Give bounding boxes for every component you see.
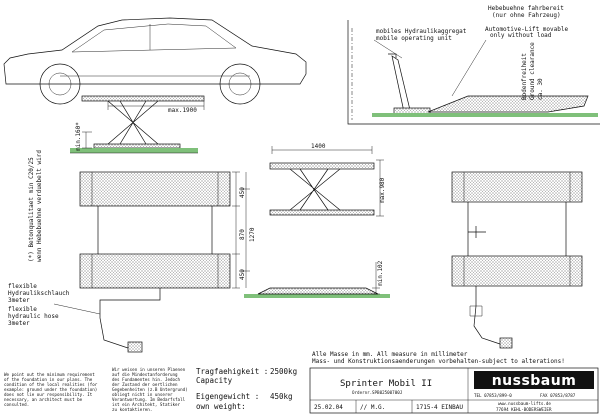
dim-1400: 1400 — [311, 143, 326, 150]
footnote-de-line: Verantwortung. Im Bedarfsfall — [112, 397, 186, 402]
company-fax: FAX 07853/8787 — [540, 393, 576, 398]
ground-strip-left — [70, 148, 198, 153]
mobile-unit-view: Hebebuehne fahrbereit (nur ohne Fahrzeug… — [347, 5, 600, 125]
footnote-en-line: necessary, an architect must be — [4, 397, 83, 402]
capacity-label-de: Tragfaehigkeit : — [196, 367, 268, 376]
car-window-line — [71, 23, 237, 53]
movable-title-en: Automotive-Lift movable — [485, 26, 568, 33]
car-body-outline — [3, 17, 307, 85]
dim-870: 870 — [239, 229, 246, 240]
footnote-de-line: zu kontaktieren. — [112, 407, 152, 412]
company-logo-text: nussbaum — [492, 373, 577, 389]
car-on-lift-view: max.1900 min.160* — [3, 17, 307, 154]
lift-top-pad — [81, 95, 205, 102]
lowered-ground — [244, 294, 390, 298]
dim-max-1900: max.1900 — [168, 107, 197, 114]
plan-right-platform-bottom — [451, 255, 583, 287]
lowered-platform — [257, 287, 379, 295]
company-web: www.nussbaum-lifts.de — [498, 401, 551, 406]
foundation-note-line2: wenn Hebebuehne verduebelt wird — [36, 150, 43, 262]
plan-left-platform-bottom — [79, 253, 231, 289]
connector-left — [127, 341, 143, 353]
capacity-label-en: Capacity — [196, 376, 233, 385]
dim-max-980: max.980 — [379, 177, 386, 203]
dim-1270: 1270 — [249, 227, 256, 242]
hose-en-1: flexible — [8, 306, 37, 313]
weight-label-en: own weight: — [196, 402, 246, 411]
dim-min-102: min.102 — [377, 260, 384, 286]
plan-right-platform-top — [451, 171, 583, 203]
plan-view-left: 450 870 1270 450 flexible Hydraulikschla… — [8, 171, 256, 353]
company-logo-box — [474, 371, 594, 389]
hose-en-3: 3meter — [8, 320, 30, 327]
footnote-en-line: of the foundation in our plans. The — [4, 377, 93, 382]
weight-label-de: Eigengewicht : — [196, 392, 259, 401]
order-label: Ordernr. — [352, 390, 372, 395]
movable-subtitle-de: (nur ohne Fahrzeug) — [492, 12, 561, 19]
side-base — [269, 209, 375, 216]
footnote-de-line: ist ein Architekt, Statiker — [112, 402, 181, 407]
footnote-en-line: We point out the minimum requirement — [4, 372, 95, 377]
foundation-note-line1: (*) Betonqualitaet min C20/25 — [28, 157, 35, 262]
footnote-en: We point out the minimum requirement of … — [4, 372, 98, 407]
capacity-value: 2500kg — [270, 367, 297, 376]
hose-left — [99, 288, 161, 349]
side-scissor — [289, 168, 341, 211]
hose-right — [473, 286, 501, 345]
dim-450-bottom: 450 — [239, 269, 246, 280]
footnote-de-line: obliegt nicht in unserer — [112, 392, 173, 397]
movable-subtitle-en: only without load — [490, 32, 552, 39]
dim-min-160: min.160* — [75, 122, 82, 151]
car-rear-wheel — [219, 63, 261, 105]
connector-right — [499, 337, 513, 349]
order-number: SPB02500700J — [372, 390, 402, 395]
drawing-date: 25.02.04 — [314, 404, 343, 411]
footnote-de-line: Gegebenheiten (z.B Untergrund) — [112, 387, 188, 392]
movable-title-de: Hebebuehne fahrbereit — [488, 5, 564, 12]
product-name: Sprinter Mobil II — [340, 379, 432, 389]
footnote-de-line: Wir weisen in unseren Plaenen — [112, 367, 186, 372]
measure-note-line1: Alle Masse in mm. All measure in millime… — [312, 351, 468, 358]
side-top-platform — [269, 162, 375, 170]
hose-en-2: hydraulic hose — [8, 313, 59, 320]
footnote-de-line: auf die Mindestanforderung — [112, 372, 178, 377]
drawing-number: 1715-4 EINBAU — [416, 404, 463, 411]
company-address: 77694 KEHL-BODERSWEIER — [496, 407, 552, 412]
plan-left-platform-top — [79, 171, 231, 207]
drawing-author: // M.G. — [360, 404, 385, 411]
clearance-de: Bodenfreiheit — [521, 53, 528, 100]
footnote-de-line: des Fundamentes hin. Jedoch — [112, 377, 181, 382]
title-block: Sprinter Mobil II Ordernr. SPB02500700J … — [309, 367, 599, 414]
footnote-en-line: does not lie our responsibility. It — [4, 392, 93, 397]
plan-view-right — [451, 171, 583, 349]
scissor-arms — [107, 100, 159, 145]
footnote-de-line: der Zustand der oertlichen — [112, 382, 178, 387]
dim-450-top: 450 — [239, 187, 246, 198]
unit-label-line1: mobiles Hydraulikaggregat — [376, 28, 467, 35]
measure-note-line2: Mass- und Konstruktionsaenderungen vorbe… — [312, 358, 565, 365]
ground-strip-right — [372, 113, 598, 117]
mobile-platform — [427, 95, 589, 113]
car-front-wheel — [39, 63, 81, 105]
footnote-de: Wir weisen in unseren Plaenen auf die Mi… — [112, 367, 188, 412]
hose-de-3: 3meter — [8, 297, 30, 304]
company-tel: TEL 07853/899-0 — [474, 393, 512, 398]
footnote-en-line: consulted. — [4, 402, 29, 407]
spec-block: Tragfaehigkeit : Capacity 2500kg Eigenge… — [196, 367, 297, 411]
lift-base — [93, 143, 181, 149]
hose-de-2: Hydraulikschlauch — [8, 290, 70, 297]
lift-side-view: 1400 max.980 — [269, 143, 386, 217]
lowered-side-view: min.102 — [244, 260, 390, 298]
footnote-en-line: condition of the local realities (for — [4, 382, 98, 387]
hose-de-1: flexible — [8, 283, 37, 290]
operating-unit-post — [391, 55, 411, 113]
frame-bracket — [347, 20, 600, 125]
weight-value: 450kg — [270, 392, 293, 401]
footnote-en-line: example: ground under the foundation) — [4, 387, 97, 392]
clearance-en: Ground clearance — [529, 42, 536, 100]
clearance-value: ca. 30 — [537, 78, 544, 100]
unit-label-line2: mobile operating unit — [376, 35, 452, 42]
